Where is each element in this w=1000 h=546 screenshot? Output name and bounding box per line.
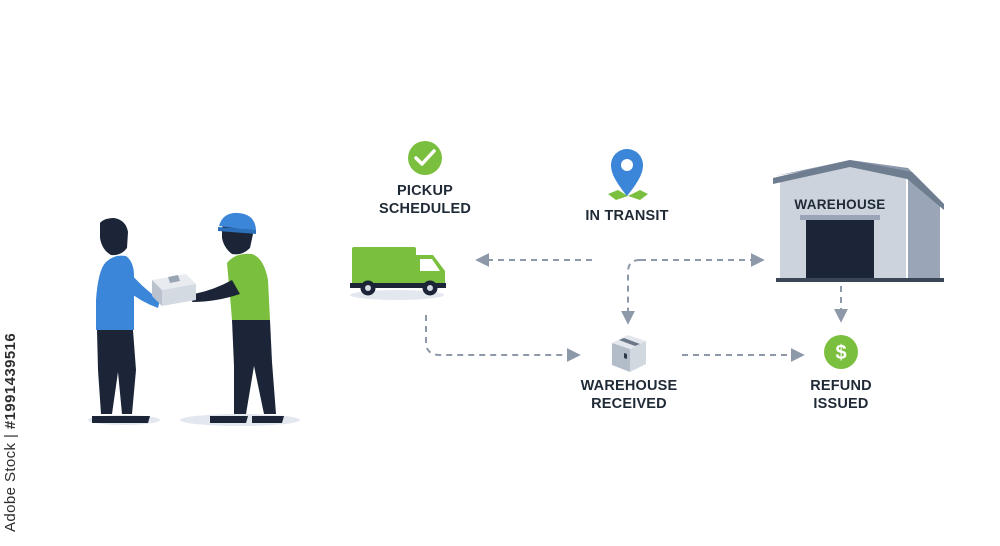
arrow-truck-to-received — [425, 315, 581, 362]
map-pin-icon — [608, 149, 648, 200]
watermark-id: #1991439516 — [2, 332, 19, 430]
courier-figure — [192, 212, 284, 423]
package-box-icon — [612, 335, 646, 372]
stock-watermark: Adobe Stock | #1991439516 — [2, 333, 19, 532]
step-in-transit: IN TRANSIT — [585, 208, 669, 224]
warehouse-sign: WAREHOUSE — [794, 197, 886, 212]
step-pickup-scheduled: PICKUP SCHEDULED — [372, 182, 478, 218]
step-pickup-line-1: PICKUP — [397, 183, 453, 199]
step-warehouse-received: WAREHOUSE RECEIVED — [570, 377, 688, 413]
check-circle-icon — [408, 141, 442, 175]
flow-arrows — [425, 253, 848, 362]
step-refund-issued: REFUND ISSUED — [795, 377, 887, 413]
dollar-circle-icon: $ — [824, 335, 858, 369]
step-refund-line-1: REFUND — [810, 378, 872, 394]
watermark-source: Adobe Stock — [2, 442, 19, 532]
step-received-line-1: WAREHOUSE — [580, 378, 678, 394]
handover-box — [152, 274, 196, 306]
step-pickup-line-2: SCHEDULED — [378, 201, 472, 217]
arrow-to-received — [621, 259, 641, 325]
warehouse-icon — [773, 160, 944, 282]
step-received-line-2: RECEIVED — [591, 396, 667, 412]
svg-text:$: $ — [835, 342, 846, 364]
step-refund-line-2: ISSUED — [813, 396, 869, 412]
customer-figure — [92, 218, 160, 423]
handover-illustration — [88, 212, 300, 426]
watermark-separator: | — [2, 429, 19, 443]
delivery-truck-icon — [350, 247, 446, 300]
